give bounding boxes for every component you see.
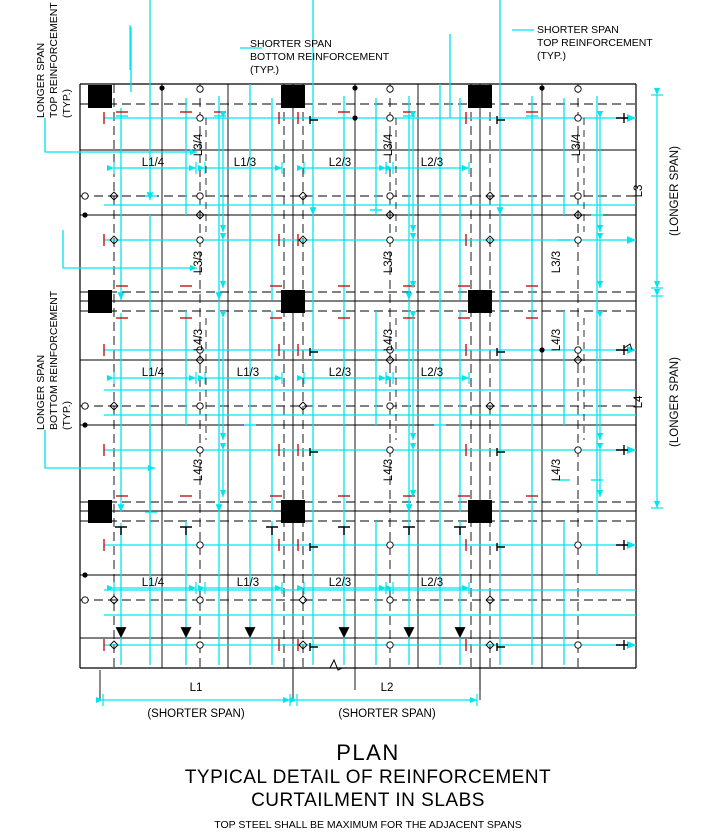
span-label-group: L1/4 L1/3 L2/3 L2/3 L1/4 L1/3 L2/3 L2/3 … — [142, 157, 443, 589]
vspan-label: L4/3 — [193, 459, 205, 481]
span-label: L2/3 — [329, 577, 351, 589]
vspan-label: L4/3 — [383, 459, 395, 481]
dimension-sublabel: (LONGER SPAN) — [669, 146, 681, 236]
dim-extension-lines — [205, 118, 585, 440]
callout-shorter-span-bottom: SHORTER SPAN BOTTOM REINFORCEMENT (TYP.) — [250, 38, 390, 76]
vspan-label: L3/3 — [383, 251, 395, 273]
callout-line: SHORTER SPAN — [250, 38, 332, 50]
callout-line: TOP REINFORCEMENT — [537, 37, 653, 49]
span-label: L2/3 — [421, 367, 443, 379]
callout-line: BOTTOM REINFORCEMENT — [48, 290, 60, 430]
vspan-label: L3/3 — [551, 251, 563, 273]
bottom-dimension-lines: L1 (SHORTER SPAN) L2 (SHORTER SPAN) — [95, 670, 481, 720]
vspan-label: L4/3 — [193, 329, 205, 351]
break-symbol — [329, 343, 633, 671]
vspan-label: L4/3 — [551, 459, 563, 481]
rebar-hooks — [115, 113, 628, 651]
dimension-label: L2 — [381, 682, 394, 694]
span-label: L1/4 — [142, 157, 165, 169]
plan-label: PLAN — [336, 740, 399, 765]
span-label: L1/3 — [237, 367, 259, 379]
span-label: L2/3 — [421, 577, 443, 589]
column — [281, 290, 305, 313]
column — [468, 290, 492, 313]
span-label: L2/3 — [329, 157, 351, 169]
vertical-span-label-group: L3/4 L3/4 L3/4 L3/3 L3/3 L3/3 L4/3 L4/3 … — [193, 133, 583, 481]
dimension-sublabel: (SHORTER SPAN) — [147, 708, 245, 720]
vspan-label: L3/4 — [193, 133, 205, 156]
span-label: L2/3 — [329, 367, 351, 379]
vspan-label: L3/3 — [193, 251, 205, 273]
slab-outline — [79, 83, 637, 669]
callout-line: LONGER SPAN — [35, 43, 47, 118]
title-line-2: CURTAILMENT IN SLABS — [251, 790, 485, 811]
dimension-label: L3 — [633, 185, 645, 198]
callout-leader-verticals — [44, 27, 451, 468]
title-line-1: TYPICAL DETAIL OF REINFORCEMENT — [185, 767, 551, 788]
callout-longer-span-bottom: LONGER SPAN BOTTOM REINFORCEMENT (TYP.) — [35, 290, 73, 430]
dimension-label: L4 — [633, 395, 645, 408]
callout-line: SHORTER SPAN — [537, 24, 619, 36]
rebar-horizontal — [104, 114, 636, 649]
dimension-label: L1 — [190, 682, 203, 694]
title-block: PLAN TYPICAL DETAIL OF REINFORCEMENT CUR… — [185, 740, 551, 831]
beam-bands — [80, 84, 636, 668]
column — [88, 85, 112, 108]
dimension-sublabel: (LONGER SPAN) — [669, 357, 681, 447]
column — [281, 85, 305, 108]
column — [281, 500, 305, 523]
column — [88, 290, 112, 313]
span-label: L2/3 — [421, 157, 443, 169]
callout-shorter-span-top: SHORTER SPAN TOP REINFORCEMENT (TYP.) — [537, 24, 653, 62]
span-label: L1/4 — [142, 367, 165, 379]
column — [468, 500, 492, 523]
span-label: L1/4 — [142, 577, 165, 589]
vspan-label: L3/4 — [383, 133, 395, 156]
callout-line: TOP REINFORCEMENT — [48, 2, 60, 118]
callout-line: BOTTOM REINFORCEMENT — [250, 51, 390, 63]
right-dimension-lines: L3 (LONGER SPAN) L4 (LONGER SPAN) — [633, 87, 681, 509]
callout-line: LONGER SPAN — [35, 355, 47, 430]
bar-node-symbols — [81, 85, 583, 650]
span-dimension-arrows — [106, 162, 470, 594]
vspan-label: L4/3 — [551, 329, 563, 351]
column — [88, 500, 112, 523]
column — [468, 85, 492, 108]
callout-line: (TYP.) — [61, 89, 73, 118]
vertical-dimension-arrows — [219, 110, 604, 497]
callout-line: (TYP.) — [537, 50, 566, 62]
title-note: TOP STEEL SHALL BE MAXIMUM FOR THE ADJAC… — [214, 819, 522, 831]
span-label: L1/3 — [234, 157, 256, 169]
callout-line: (TYP.) — [61, 401, 73, 430]
span-label: L1/3 — [237, 577, 259, 589]
vspan-label: L3/4 — [571, 133, 583, 156]
rebar-end-ticks — [103, 111, 603, 651]
columns — [88, 85, 492, 523]
callout-longer-span-top: LONGER SPAN TOP REINFORCEMENT (TYP.) — [35, 2, 73, 118]
grid-lines — [80, 84, 636, 690]
callout-line: (TYP.) — [250, 64, 279, 76]
vspan-label: L4/3 — [383, 329, 395, 351]
dimension-sublabel: (SHORTER SPAN) — [338, 708, 436, 720]
